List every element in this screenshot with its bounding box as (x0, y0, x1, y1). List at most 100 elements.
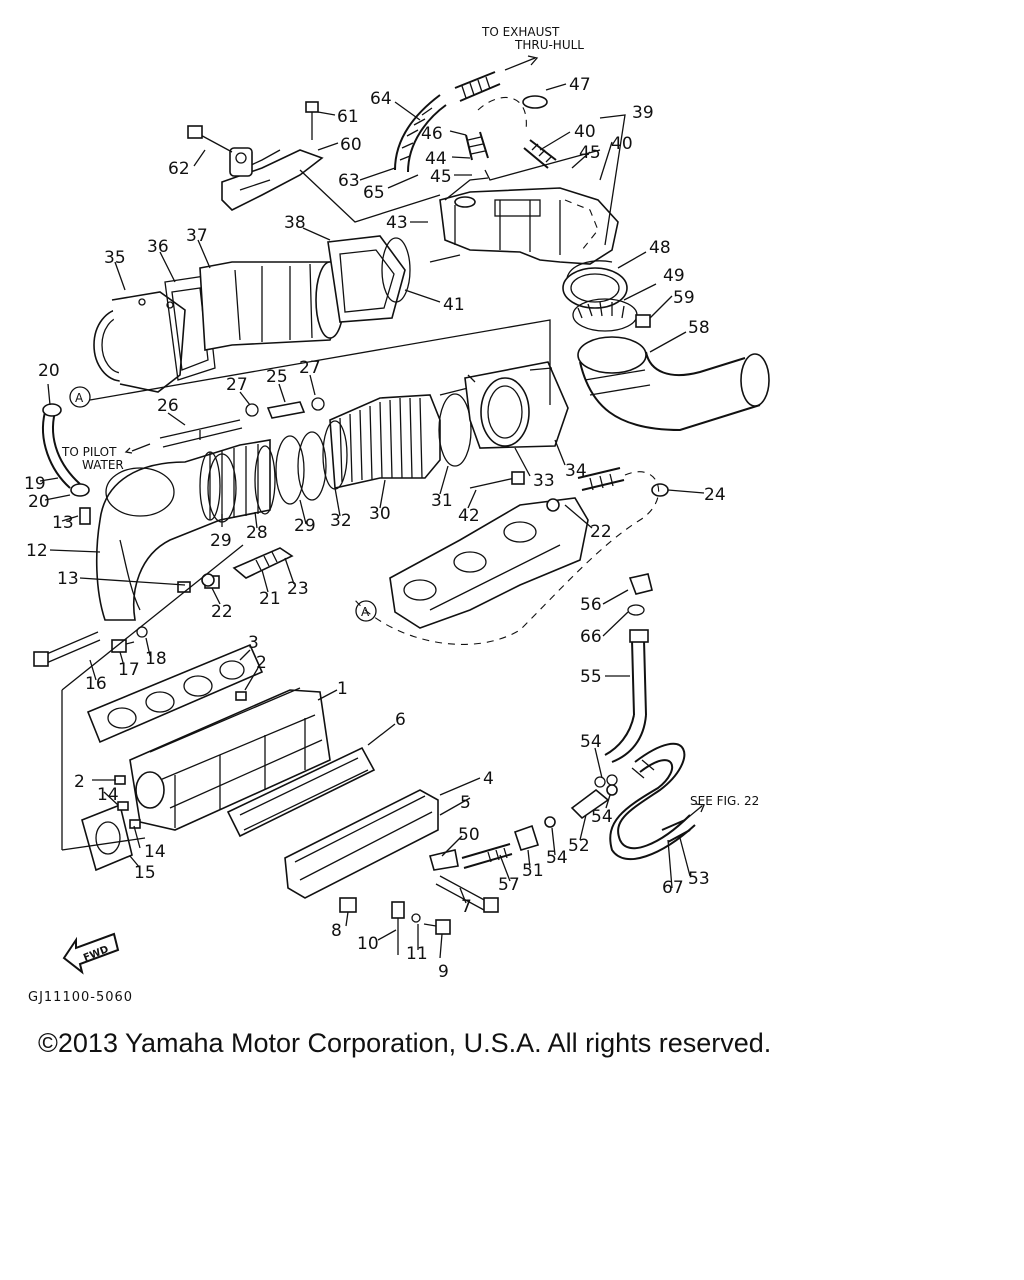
callout-9: 9 (438, 962, 449, 982)
callout-53: 53 (688, 869, 710, 889)
copyright-notice: ©2013 Yamaha Motor Corporation, U.S.A. A… (38, 1028, 772, 1058)
callout-65: 65 (363, 183, 385, 203)
leader-lines (39, 83, 705, 959)
callout-61: 61 (337, 107, 359, 127)
ref-a-circle-upper (69, 386, 91, 408)
callout-51: 51 (522, 861, 544, 881)
callout-1: 1 (337, 679, 348, 699)
part-30-silencer (322, 394, 441, 490)
part-46-hose (465, 131, 489, 161)
part-10-11-sensor (391, 901, 421, 955)
part-16-bolt (33, 631, 101, 667)
part-25-fitting (245, 397, 325, 419)
part-53-hose (609, 742, 696, 860)
part-6-gasket (226, 746, 376, 838)
callout-19: 19 (24, 474, 46, 494)
callout-6: 6 (395, 710, 406, 730)
callout-42: 42 (458, 506, 480, 526)
callout-58: 58 (688, 318, 710, 338)
callout-46: 46 (421, 124, 443, 144)
callout-60: 60 (340, 135, 362, 155)
part-42-bolt (469, 471, 525, 489)
callout-13: 13 (57, 569, 79, 589)
callout-66: 66 (580, 627, 602, 647)
callout-59: 59 (673, 288, 695, 308)
callout-18: 18 (145, 649, 167, 669)
part-39-exhaust-chamber (429, 177, 619, 265)
callout-29: 29 (210, 531, 232, 551)
callout-3: 3 (248, 633, 259, 653)
callout-39: 39 (632, 103, 654, 123)
callout-35: 35 (104, 248, 126, 268)
part-51-tube (513, 824, 540, 851)
callout-49: 49 (663, 266, 685, 286)
part-28-bellows (199, 444, 276, 521)
callout-25: 25 (266, 367, 288, 387)
fwd-arrow-icon (62, 932, 120, 975)
part-38-gasket (327, 235, 411, 323)
callout-62: 62 (168, 159, 190, 179)
callout-40: 40 (574, 122, 596, 142)
callout-56: 56 (580, 595, 602, 615)
callout-8: 8 (331, 921, 342, 941)
part-48-joint (562, 260, 628, 309)
callout-2: 2 (74, 772, 85, 792)
callout-30: 30 (369, 504, 391, 524)
callout-13: 13 (52, 513, 74, 533)
callout-27: 27 (226, 375, 248, 395)
callout-57: 57 (498, 875, 520, 895)
callout-11: 11 (406, 944, 428, 964)
callout-12: 12 (26, 541, 48, 561)
callout-22: 22 (211, 602, 233, 622)
callout-43: 43 (386, 213, 408, 233)
part-7-bolt (435, 875, 499, 913)
part-56-elbow (627, 573, 653, 616)
part-22-fittings (201, 498, 560, 587)
callout-54: 54 (546, 848, 568, 868)
part-hose-top (454, 55, 539, 102)
callout-20: 20 (38, 361, 60, 381)
callout-26: 26 (157, 396, 179, 416)
part-47-clamp (477, 95, 548, 131)
callout-44: 44 (425, 149, 447, 169)
callout-40: 40 (611, 134, 633, 154)
callout-55: 55 (580, 667, 602, 687)
part-34-flange (464, 361, 569, 449)
part-64-hose (394, 94, 447, 173)
callout-4: 4 (483, 769, 494, 789)
note-water: WATER (82, 458, 124, 472)
callout-34: 34 (565, 461, 587, 481)
part-36-gasket (164, 275, 216, 381)
part-60-bracket (187, 101, 324, 211)
part-19-hose (41, 403, 90, 497)
part-55-pipe (604, 629, 649, 763)
callout-14: 14 (144, 842, 166, 862)
callout-20: 20 (28, 492, 50, 512)
callout-2: 2 (256, 653, 267, 673)
part-41-line (404, 289, 441, 303)
part-59-bolt (635, 314, 651, 328)
callout-63: 63 (338, 171, 360, 191)
ref-a-label-lower: A (361, 605, 370, 619)
callout-14: 14 (97, 785, 119, 805)
diagram-code: GJ11100-5060 (28, 990, 133, 1005)
part-50-fitting (429, 849, 459, 871)
callout-45: 45 (579, 143, 601, 163)
part-12-exhaust-pipe (95, 439, 271, 621)
fwd-label: FWD (82, 944, 110, 964)
callout-41: 41 (443, 295, 465, 315)
callout-54: 54 (580, 732, 602, 752)
part-engine-block (389, 497, 589, 629)
callout-47: 47 (569, 75, 591, 95)
callout-28: 28 (246, 523, 268, 543)
part-4-cover (284, 789, 439, 899)
callout-48: 48 (649, 238, 671, 258)
part-67-hose (661, 819, 691, 843)
note-to-exhaust: TO EXHAUST (481, 25, 560, 39)
part-31-clamp (438, 387, 472, 467)
callout-54: 54 (591, 807, 613, 827)
callout-38: 38 (284, 213, 306, 233)
part-26-tube (159, 419, 243, 448)
diagram-artwork (33, 55, 770, 975)
